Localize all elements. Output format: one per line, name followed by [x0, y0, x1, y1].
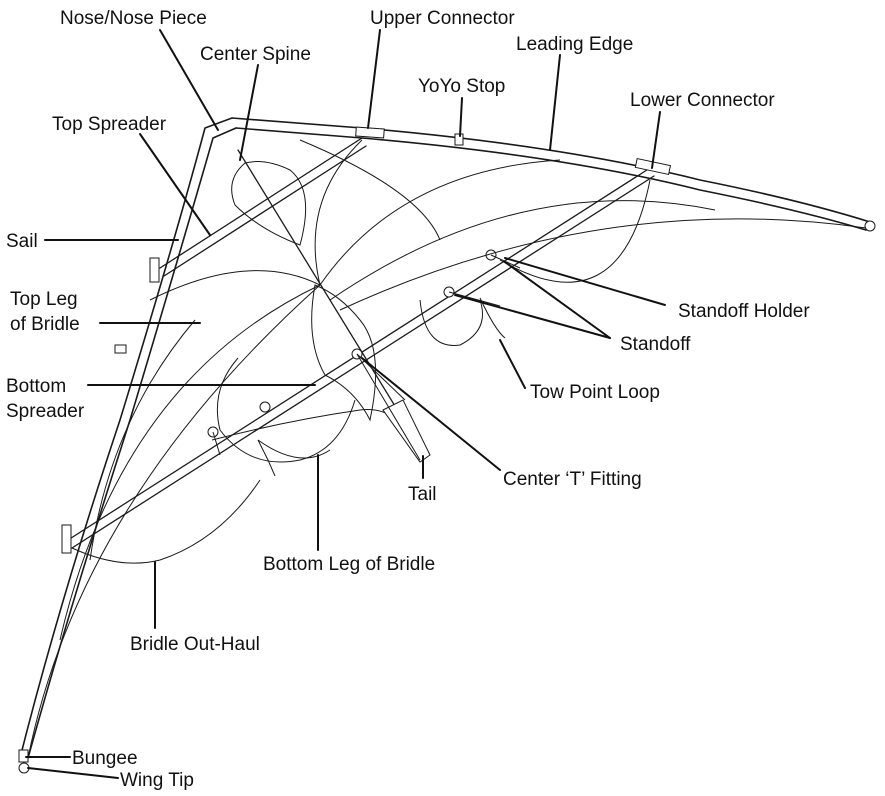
top-spreader-rod [159, 137, 363, 269]
top-spreader-rod-2 [163, 145, 367, 277]
sail-seam-9 [299, 139, 441, 241]
left-upper-connector-fitting [149, 257, 160, 283]
yoyo-stop-fitting [454, 133, 464, 146]
right-wing-tip-cap [864, 220, 876, 232]
bottom-spreader-rod-2 [71, 175, 655, 549]
leader-center-t [361, 357, 501, 471]
part-labels: Nose/Nose Piece Upper Connector Center S… [6, 8, 810, 791]
sail-seam-7 [339, 218, 867, 311]
right-leading-edge [231, 117, 871, 223]
leader-top-spreader [139, 133, 211, 236]
left-lower-connector-fitting [61, 524, 72, 554]
label-top-leg-line2: of Bridle [10, 314, 80, 335]
bridle-loop-right [419, 299, 483, 346]
sail-seam-3 [149, 270, 321, 301]
sail-seam-1 [27, 284, 321, 759]
sail-seam-2 [59, 284, 321, 641]
label-wing-tip: Wing Tip [120, 770, 194, 791]
label-tow-point-loop: Tow Point Loop [530, 382, 660, 403]
label-leading-edge: Leading Edge [516, 34, 633, 55]
leader-lines [25, 29, 666, 779]
leader-lower-connector [651, 111, 661, 169]
left-standoff-1 [257, 439, 276, 477]
right-leading-edge-inner [235, 127, 867, 231]
bridle-loop-top [231, 161, 307, 246]
leader-standoff-2 [454, 294, 611, 339]
sail-seam-6 [329, 200, 716, 301]
sail-seam-8 [89, 319, 196, 561]
leader-center-spine [239, 64, 259, 161]
left-leading-edge [19, 117, 233, 759]
standoff-rod-1 [448, 291, 501, 307]
left-yoyo-stop-fitting [114, 344, 127, 354]
bridle-bottom-leg-line [257, 439, 331, 459]
label-lower-connector: Lower Connector [630, 90, 775, 111]
kite-frame [18, 117, 876, 774]
bridle-right-long [499, 179, 651, 283]
left-standoff-2 [212, 431, 221, 456]
label-top-spreader: Top Spreader [52, 114, 167, 135]
label-bridle-outhaul: Bridle Out-Haul [130, 634, 260, 655]
bridle-lines [71, 161, 651, 564]
label-sail: Sail [6, 231, 38, 252]
leader-tow-point-loop [499, 339, 526, 389]
leader-wing-tip [27, 767, 119, 779]
bridle-loop-center [311, 284, 377, 422]
leader-yoyo-stop [459, 97, 463, 137]
label-bottom-spreader-line1: Bottom [6, 376, 66, 397]
label-top-leg-line1: Top Leg [10, 289, 78, 310]
label-bungee: Bungee [72, 748, 138, 769]
leader-nose [159, 29, 219, 131]
bridle-to-tail [356, 353, 421, 461]
bridle-outhaul-line [71, 479, 261, 564]
label-bottom-leg: Bottom Leg of Bridle [263, 554, 435, 575]
label-standoff: Standoff [620, 334, 691, 355]
leader-leading-edge [549, 54, 561, 151]
leader-upper-connector [367, 29, 381, 129]
label-upper-connector: Upper Connector [370, 8, 515, 29]
label-standoff-holder: Standoff Holder [678, 301, 810, 322]
label-tail: Tail [408, 484, 437, 505]
sail-seam-5 [319, 159, 561, 286]
standoff-holder-left-1 [259, 401, 271, 413]
sail-seam-4 [314, 139, 363, 286]
sail-seams [27, 139, 867, 759]
label-center-spine: Center Spine [200, 44, 311, 65]
label-bottom-spreader-line2: Spreader [6, 401, 85, 422]
upper-connector-fitting [355, 126, 385, 139]
leader-standoff-1 [504, 261, 611, 339]
label-yoyo-stop: YoYo Stop [418, 76, 505, 97]
left-leading-edge-inner [27, 127, 237, 759]
bridle-loop-left [216, 357, 356, 463]
label-center-t-fitting: Center ‘T’ Fitting [503, 469, 642, 490]
tail-piece [382, 399, 431, 463]
leader-standoff-holder [504, 257, 666, 306]
label-nose: Nose/Nose Piece [60, 8, 207, 29]
